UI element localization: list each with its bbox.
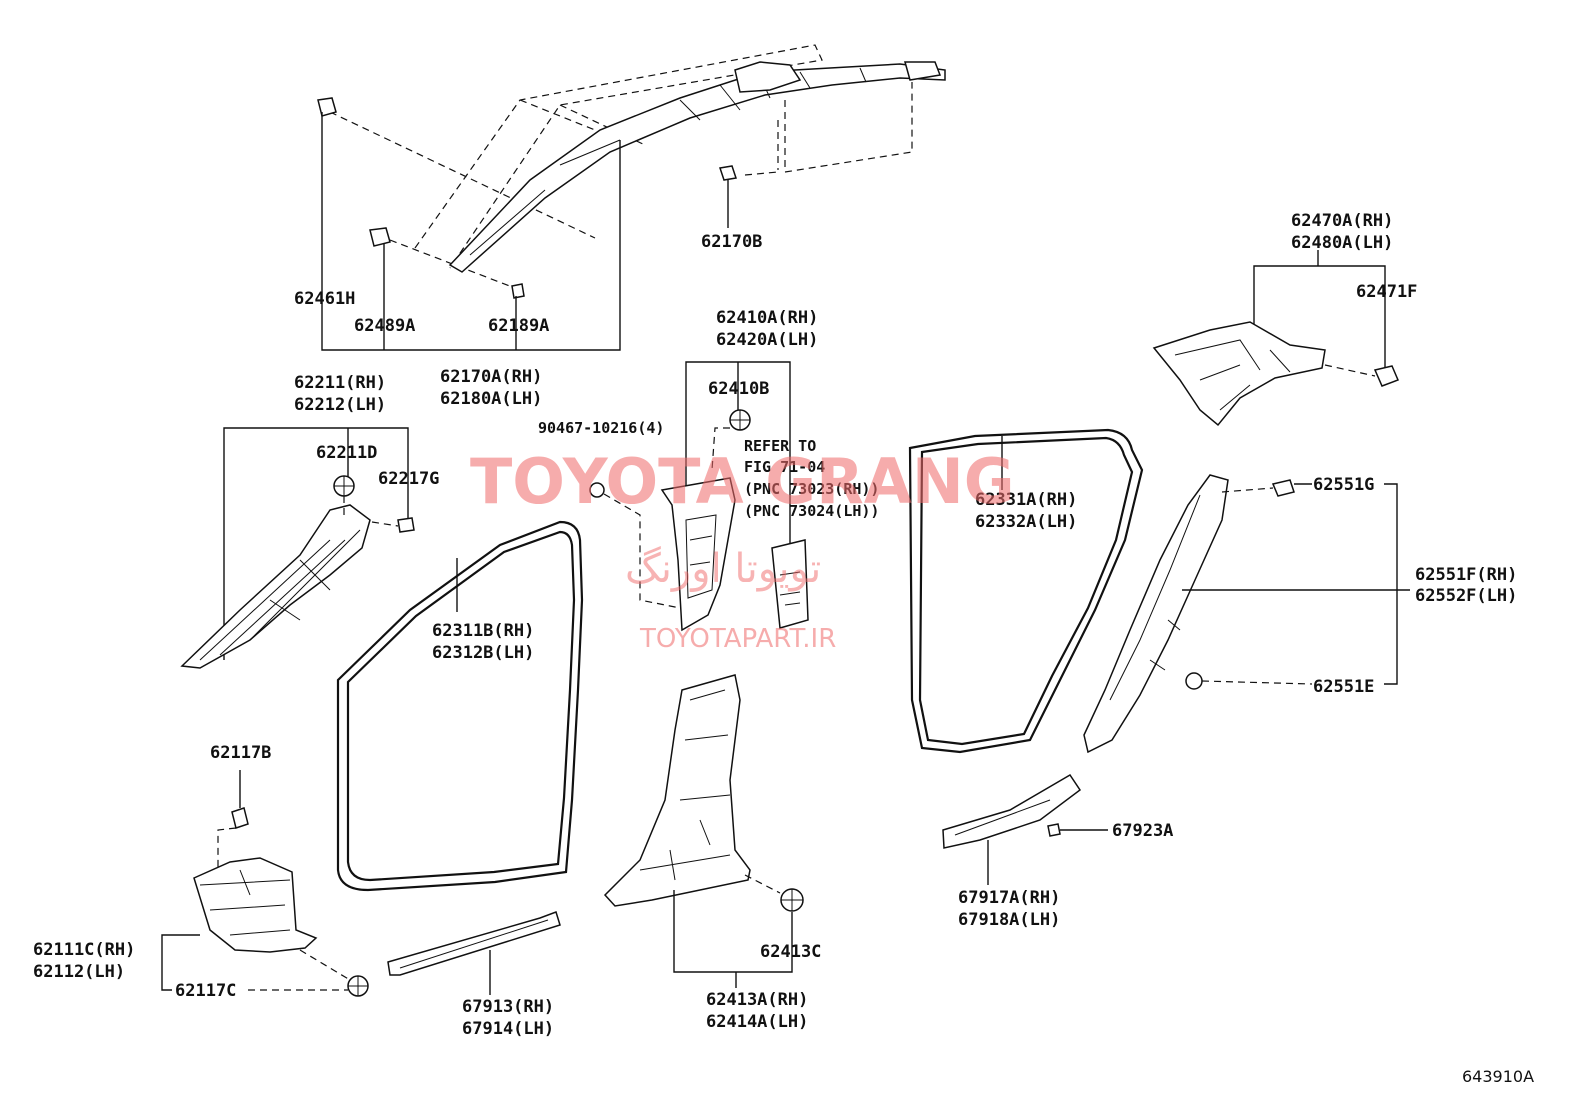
label-67914-lh: 67914(LH) — [462, 1019, 554, 1039]
label-62410B: 62410B — [708, 379, 769, 399]
label-62410A-rh: 62410A(RH) — [716, 308, 818, 328]
label-62331A-rh: 62331A(RH) — [975, 490, 1077, 510]
front-door-weatherstrip — [336, 520, 584, 892]
label-62112-lh: 62112(LH) — [33, 962, 125, 982]
label-62117C: 62117C — [175, 981, 236, 1001]
center-pillar-lower-garnish — [603, 674, 804, 988]
roof-side-assembly — [317, 44, 946, 351]
label-62111C-rh: 62111C(RH) — [33, 940, 135, 960]
label-62420A-lh: 62420A(LH) — [716, 330, 818, 350]
label-62180A-lh: 62180A(LH) — [440, 389, 542, 409]
rear-door-weatherstrip — [908, 428, 1144, 754]
label-62461H: 62461H — [294, 289, 355, 309]
reference-note-line3: (PNC 73023(RH)) — [744, 480, 879, 498]
reference-note-line2: FIG 71-04 — [744, 458, 825, 476]
label-62212-lh: 62212(LH) — [294, 395, 386, 415]
label-62311B-rh: 62311B(RH) — [432, 621, 534, 641]
label-62117B: 62117B — [210, 743, 271, 763]
watermark-persian: تویوتا اورنگ — [625, 546, 821, 592]
label-62211-rh: 62211(RH) — [294, 373, 386, 393]
roof-side-inner-garnish — [1152, 250, 1399, 427]
label-62551E: 62551E — [1313, 677, 1374, 697]
label-62471F: 62471F — [1356, 282, 1417, 302]
label-62414A-lh: 62414A(LH) — [706, 1012, 808, 1032]
label-62211D: 62211D — [316, 443, 377, 463]
rear-scuff-plate — [942, 773, 1108, 885]
label-62551G: 62551G — [1313, 475, 1374, 495]
label-62170A-rh: 62170A(RH) — [440, 367, 542, 387]
reference-note: REFER TO FIG 71-04 (PNC 73023(RH)) (PNC … — [744, 437, 879, 520]
label-62312B-lh: 62312B(LH) — [432, 643, 534, 663]
label-62332A-lh: 62332A(LH) — [975, 512, 1077, 532]
label-62552F-lh: 62552F(LH) — [1415, 586, 1517, 606]
label-62470A-rh: 62470A(RH) — [1291, 211, 1393, 231]
label-62413C: 62413C — [760, 942, 821, 962]
label-62217G: 62217G — [378, 469, 439, 489]
label-62170B: 62170B — [701, 232, 762, 252]
label-67923A: 67923A — [1112, 821, 1173, 841]
label-67917A-rh: 67917A(RH) — [958, 888, 1060, 908]
front-pillar-garnish — [180, 427, 415, 669]
reference-note-line1: REFER TO — [744, 437, 816, 455]
reference-note-line4: (PNC 73024(LH)) — [744, 502, 879, 520]
label-62480A-lh: 62480A(LH) — [1291, 233, 1393, 253]
label-90467-10216: 90467-10216(4) — [538, 419, 664, 437]
label-62489A: 62489A — [354, 316, 415, 336]
center-pillar-upper-garnish — [589, 361, 809, 632]
cowl-side-trim — [161, 770, 369, 997]
front-scuff-plate — [387, 911, 561, 995]
label-67918A-lh: 67918A(LH) — [958, 910, 1060, 930]
watermark-brand: TOYOTA GRANG — [470, 445, 1015, 518]
quarter-pillar-garnish — [1083, 474, 1410, 754]
label-62189A: 62189A — [488, 316, 549, 336]
label-62551F-rh: 62551F(RH) — [1415, 565, 1517, 585]
label-67913-rh: 67913(RH) — [462, 997, 554, 1017]
watermark-url: TOYOTAPART.IR — [639, 624, 836, 654]
label-62413A-rh: 62413A(RH) — [706, 990, 808, 1010]
diagram-code: 643910A — [1462, 1067, 1534, 1086]
